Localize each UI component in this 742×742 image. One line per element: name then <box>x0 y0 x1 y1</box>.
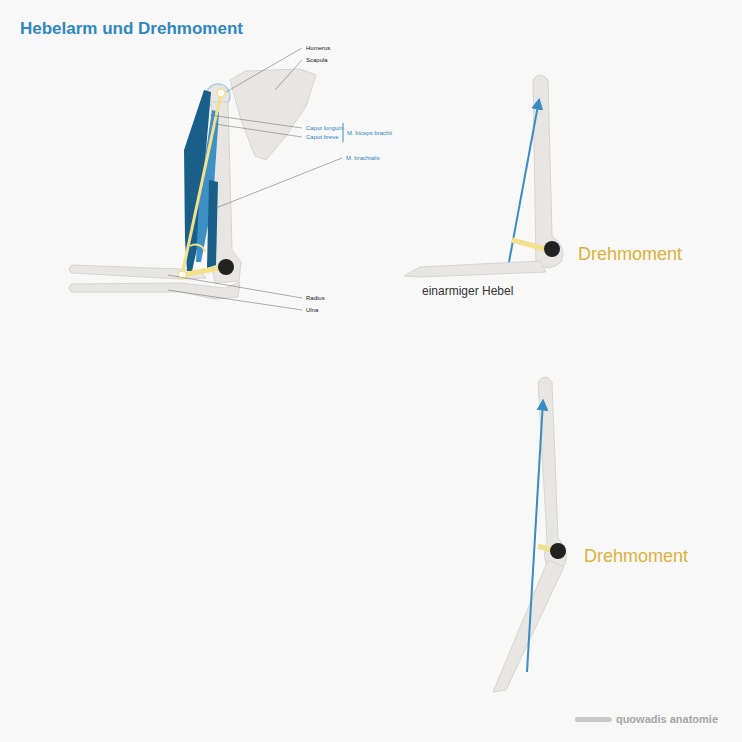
leader-line <box>216 158 342 208</box>
leader-line <box>215 124 302 137</box>
muscle-label: Caput breve <box>306 134 339 140</box>
force-arrow <box>509 100 539 262</box>
force-arrow <box>527 401 543 672</box>
bone-label: Humerus <box>306 45 330 51</box>
joint-pivot <box>218 259 234 275</box>
muscle-label: Caput longum <box>306 125 343 131</box>
radius-bone <box>69 265 206 279</box>
forearm-bone <box>493 560 564 692</box>
joint-pivot <box>550 543 566 559</box>
origin-point <box>217 89 225 97</box>
diagram-title: Hebelarm und Drehmoment <box>20 20 243 37</box>
brachialis-muscle <box>207 180 218 268</box>
leader-line <box>168 290 302 310</box>
scapula-bone <box>230 69 316 160</box>
leader-lines <box>168 48 342 310</box>
muscle-label: M. biceps brachii <box>347 130 392 136</box>
logo-icon <box>575 717 612 722</box>
leader-line <box>275 60 302 90</box>
watermark: quowadis anatomie <box>616 714 718 725</box>
bone-label: Radius <box>306 295 325 301</box>
lever-arm <box>538 546 551 550</box>
bone-label: Ulna <box>306 307 318 313</box>
forearm-bone <box>404 261 546 277</box>
torque-label: Drehmoment <box>584 547 688 565</box>
lever-arm <box>512 240 545 249</box>
torque-label: Drehmoment <box>578 245 682 263</box>
leader-line <box>168 275 302 298</box>
angle-arc <box>190 244 205 252</box>
muscle-label: M. brachialis <box>346 155 380 161</box>
bone-label: Scapula <box>306 57 328 63</box>
lever-caption: einarmiger Hebel <box>422 285 513 297</box>
leader-line <box>226 48 302 92</box>
ulna-bone <box>69 282 240 299</box>
leader-line <box>210 115 302 128</box>
line-of-action <box>182 93 221 275</box>
joint-pivot <box>544 241 560 257</box>
